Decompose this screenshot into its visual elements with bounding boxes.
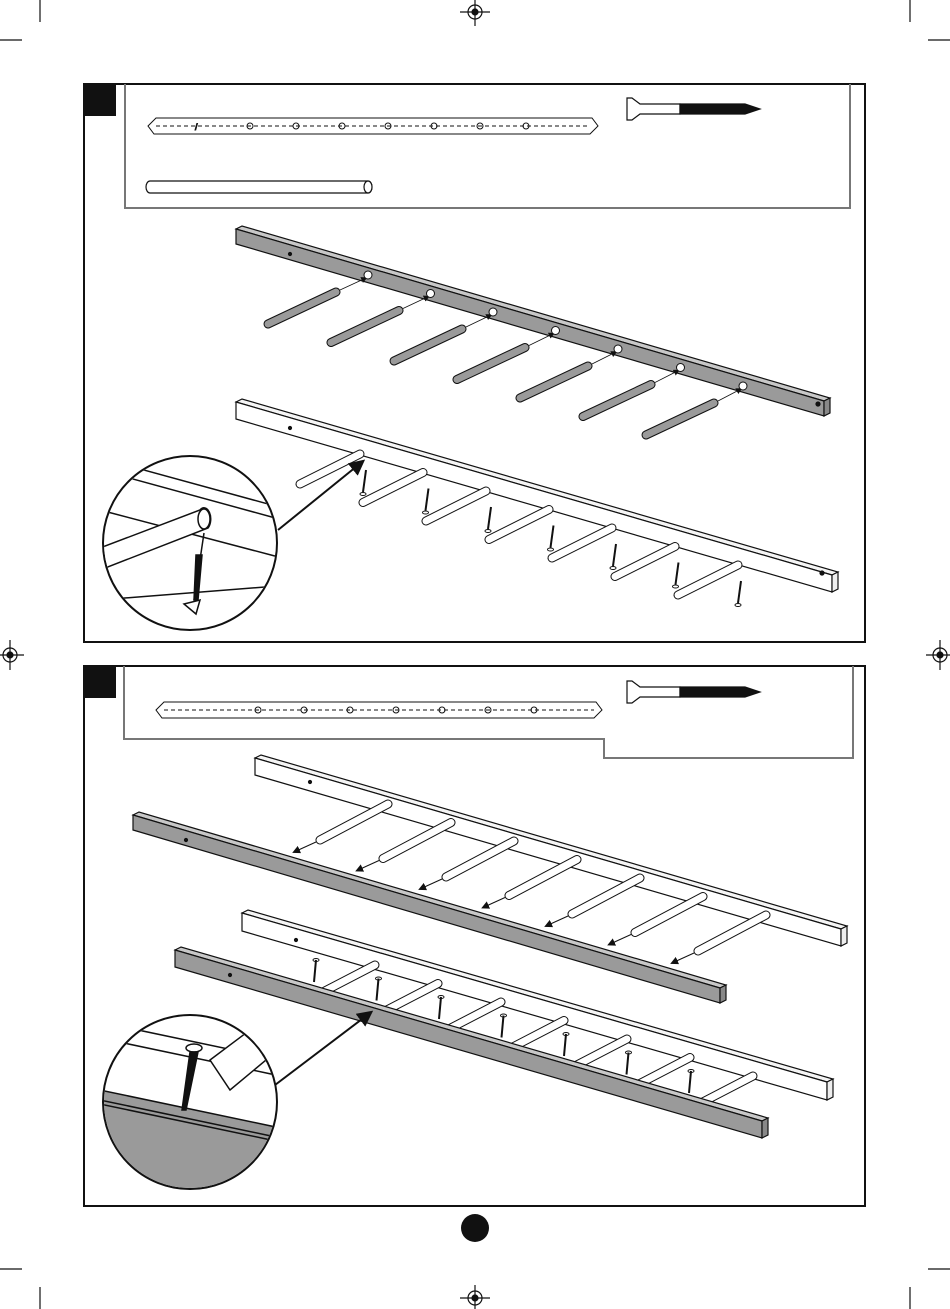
page-number [461,1214,489,1242]
parts-beam [156,702,602,718]
white-rung [572,878,640,914]
wood-screw-icon [313,959,319,983]
white-rung [447,1002,501,1030]
wood-screw-icon [438,996,444,1020]
white-rung [320,804,388,840]
wood-screw-icon [627,681,760,703]
white-rung [635,897,703,933]
white-rung [446,841,514,877]
arrow-icon [609,935,631,945]
white-rung [321,965,375,993]
white-rung [383,823,451,859]
arrow-icon [294,842,316,852]
magnifier-detail-icon [100,1000,370,1200]
arrow-icon [546,916,568,926]
arrow-icon [483,898,505,908]
arrow-icon [420,879,442,889]
arrow-icon [357,861,379,871]
wood-screw-icon [626,1051,632,1075]
wood-screw-icon [688,1070,694,1094]
white-rung [573,1039,627,1067]
wood-screw-icon [501,1014,507,1038]
wood-screw-icon [376,977,382,1001]
white-rung [510,1021,564,1049]
white-rung [698,915,766,951]
arrow-icon [672,953,694,963]
wood-screw-icon [563,1033,569,1057]
white-rung [509,860,577,896]
white-rung [384,984,438,1012]
